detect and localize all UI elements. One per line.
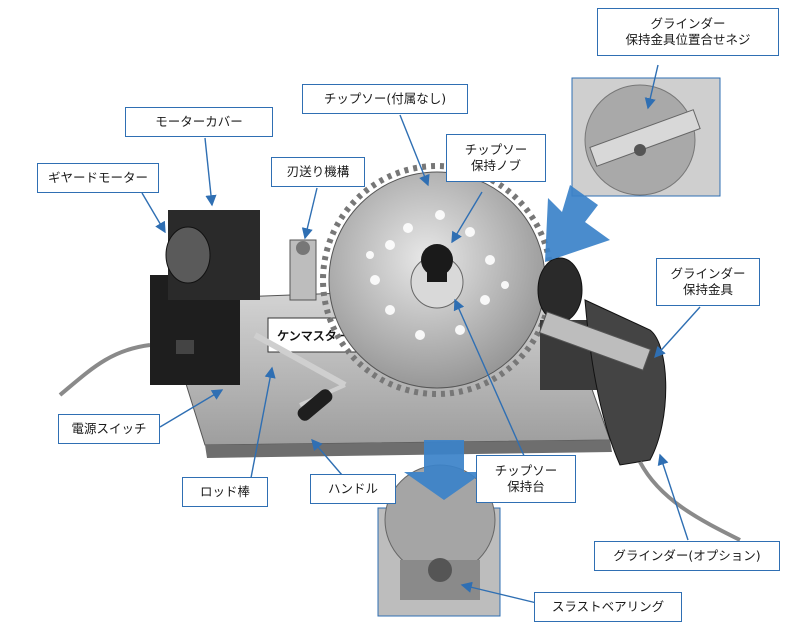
label-chip-saw-stand: チップソー 保持台 [476,455,576,503]
label-blade-feed: 刃送り機構 [271,157,365,187]
label-geared-motor-text: ギヤードモーター [47,170,148,186]
label-chip-saw-knob: チップソー 保持ノブ [446,134,546,182]
label-grinder-option-text: グラインダー(オプション) [613,548,761,564]
inset-grinder-screw [571,77,721,197]
label-thrust-bearing: スラストベアリング [534,592,682,622]
brand-plate-text: ケンマスター [277,329,349,343]
chip-saw-blade [320,163,554,397]
grinder-body [537,257,667,466]
blade-feed-mechanism [289,239,317,301]
label-blade-feed-text: 刃送り機構 [286,164,350,180]
label-motor-cover-text: モーターカバー [155,114,243,130]
label-chip-saw-knob-line2: 保持ノブ [470,158,521,173]
label-grinder-holder-screw: グラインダー 保持金具位置合せネジ [597,8,779,56]
power-switch-knob [176,340,194,354]
label-rod-text: ロッド棒 [199,484,250,500]
rod-and-handle [253,332,347,421]
label-motor-cover: モーターカバー [125,107,273,137]
label-power-switch: 電源スイッチ [58,414,160,444]
label-chip-saw-stand-line1: チップソー [494,463,558,479]
label-geared-motor: ギヤードモーター [37,163,159,193]
big-arrow-down [404,440,484,500]
power-cord [58,343,151,397]
label-grinder-option: グラインダー(オプション) [594,541,780,571]
label-grinder-holder-line2: 保持金具 [682,282,733,297]
inset-thrust-bearing [377,464,501,617]
label-chip-saw-stand-line2: 保持台 [507,479,545,494]
grinder-cord [638,461,741,542]
label-thrust-bearing-text: スラストベアリング [551,599,665,615]
label-handle: ハンドル [310,474,396,504]
label-handle-text: ハンドル [327,481,378,497]
leader-arrows [141,64,701,606]
big-arrow-diagonal [545,185,610,262]
label-chip-saw-knob-line1: チップソー [464,142,528,158]
label-grinder-holder-screw-line2: 保持金具位置合せネジ [625,32,751,47]
label-grinder-holder: グラインダー 保持金具 [656,258,760,306]
label-grinder-holder-line1: グラインダー [670,266,746,282]
geared-motor-body [150,210,260,385]
label-rod: ロッド棒 [182,477,268,507]
label-chip-saw: チップソー(付属なし) [302,84,468,114]
label-grinder-holder-screw-line1: グラインダー [650,16,726,32]
label-chip-saw-text: チップソー(付属なし) [323,91,447,107]
label-power-switch-text: 電源スイッチ [71,421,147,437]
